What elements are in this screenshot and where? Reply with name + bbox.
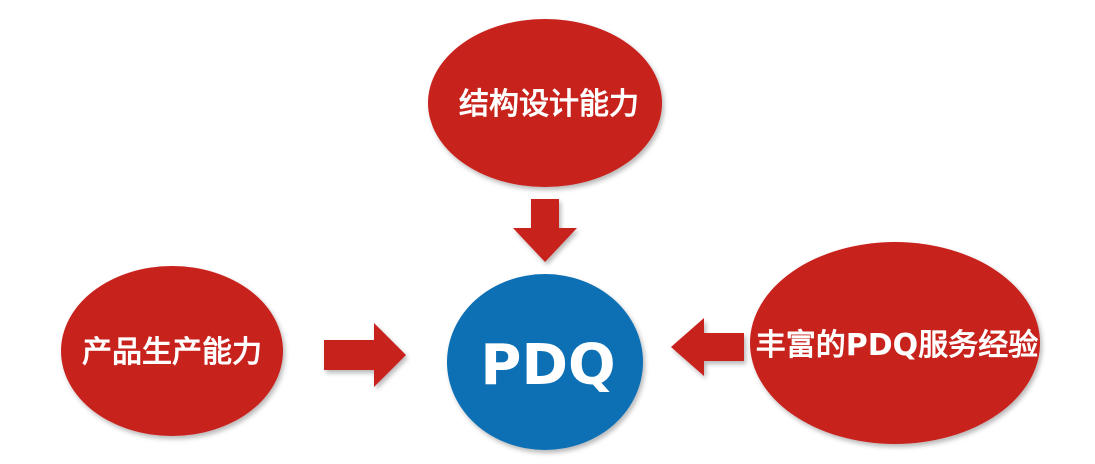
arrow-down-icon <box>513 199 577 262</box>
center-pdq-node <box>447 274 643 450</box>
right-capability-label: 丰富的PDQ服务经验 <box>756 328 1038 363</box>
center-pdq-label: PDQ <box>480 333 615 398</box>
arrow-left-icon <box>671 318 744 376</box>
top-capability-label: 结构设计能力 <box>459 87 639 122</box>
right-capability-node <box>750 242 1040 444</box>
top-capability-node <box>428 19 662 187</box>
arrow-right-icon <box>324 323 406 387</box>
left-capability-node <box>61 266 283 436</box>
left-capability-label: 产品生产能力 <box>82 335 262 370</box>
